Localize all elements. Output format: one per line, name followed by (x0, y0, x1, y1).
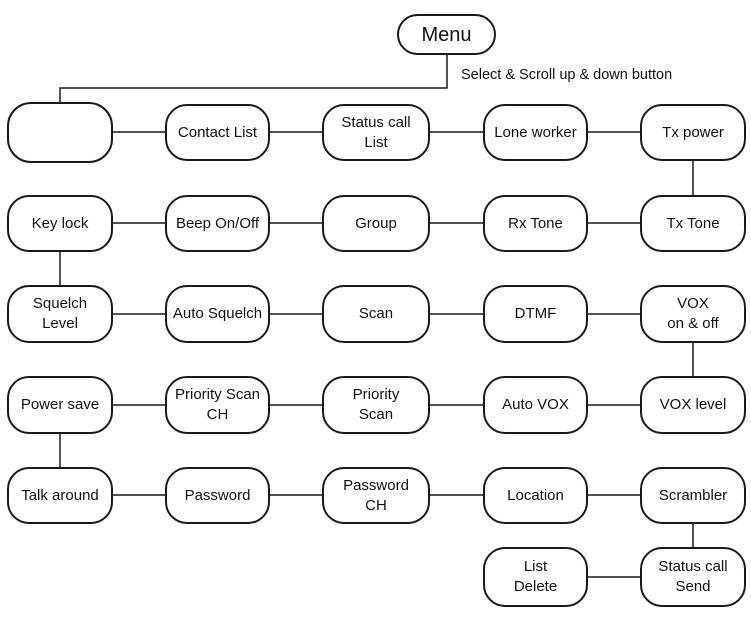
menu-item-location[interactable]: Location (483, 467, 588, 524)
menu-item-priority-scan[interactable]: Priority Scan (322, 376, 430, 434)
menu-connector (59, 54, 448, 102)
menu-item-squelch-level[interactable]: Squelch Level (7, 285, 113, 343)
menu-item-group[interactable]: Group (322, 195, 430, 252)
menu-item-status-call-list[interactable]: Status call List (322, 104, 430, 161)
menu-item-beep-on-off[interactable]: Beep On/Off (165, 195, 270, 252)
menu-item-auto-vox[interactable]: Auto VOX (483, 376, 588, 434)
menu-caption: Select & Scroll up & down button (461, 67, 673, 83)
menu-item-auto-squelch[interactable]: Auto Squelch (165, 285, 270, 343)
menu-item-password[interactable]: Password (165, 467, 270, 524)
menu-item-key-lock[interactable]: Key lock (7, 195, 113, 252)
menu-item-list-delete[interactable]: List Delete (483, 547, 588, 607)
menu-item-status-call-send[interactable]: Status call Send (640, 547, 746, 607)
menu-item-scan[interactable]: Scan (322, 285, 430, 343)
menu-item-power-save[interactable]: Power save (7, 376, 113, 434)
menu-button[interactable]: Menu (397, 14, 496, 55)
menu-item-tx-power[interactable]: Tx power (640, 104, 746, 161)
menu-item-contact-list[interactable]: Contact List (165, 104, 270, 161)
menu-item-priority-scan-ch[interactable]: Priority Scan CH (165, 376, 270, 434)
menu-item-talk-around[interactable]: Talk around (7, 467, 113, 524)
menu-item-vox-level[interactable]: VOX level (640, 376, 746, 434)
menu-item-blank[interactable] (7, 102, 113, 163)
menu-item-tx-tone[interactable]: Tx Tone (640, 195, 746, 252)
menu-item-rx-tone[interactable]: Rx Tone (483, 195, 588, 252)
menu-item-password-ch[interactable]: Password CH (322, 467, 430, 524)
menu-item-dtmf[interactable]: DTMF (483, 285, 588, 343)
menu-item-lone-worker[interactable]: Lone worker (483, 104, 588, 161)
menu-item-vox-on-off[interactable]: VOX on & off (640, 285, 746, 343)
menu-item-scrambler[interactable]: Scrambler (640, 467, 746, 524)
